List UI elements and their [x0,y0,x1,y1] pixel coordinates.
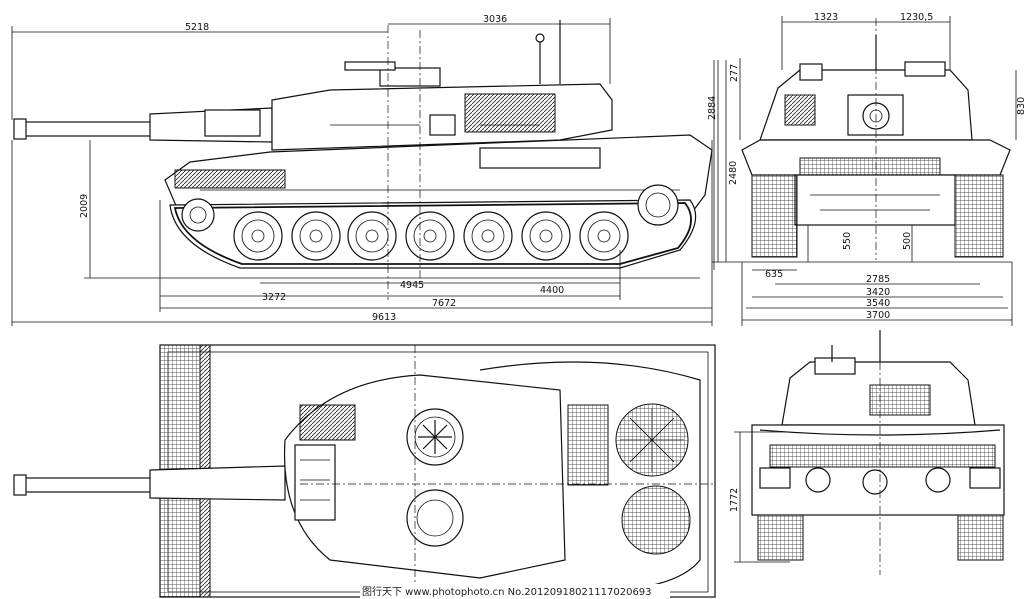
dim-front-500: 500 [902,232,913,250]
front-track-right [954,174,1004,258]
dim-side-3036: 3036 [483,14,507,25]
dim-front-2785: 2785 [866,274,890,285]
dim-side-2009: 2009 [79,194,90,218]
dim-front-3700: 3700 [866,310,890,321]
rear-track-left [757,514,804,561]
front-track-left [751,174,798,258]
dim-front-1230: 1230,5 [900,12,933,23]
dim-side-4945: 4945 [400,280,424,291]
dim-front-830: 830 [1016,97,1024,115]
front-view: 1323 1230,5 277 2884 2480 830 550 500 63… [707,12,1024,326]
dim-front-3420: 3420 [866,287,890,298]
dim-side-3272: 3272 [262,292,286,303]
rear-view: 1772 [729,330,1005,575]
top-view [13,344,716,598]
dim-rear-1772: 1772 [729,488,740,512]
dim-side-4400: 4400 [540,285,564,296]
side-view: 5218 3036 2009 4945 3272 4400 7672 9613 [11,14,715,326]
rear-dimensions [734,431,790,563]
side-dimensions [11,18,715,326]
dim-front-3540: 3540 [866,298,890,309]
dim-front-550: 550 [842,232,853,250]
dim-side-5218: 5218 [185,22,209,33]
watermark: 图行天下 www.photophoto.cn No.20120918021117… [362,585,652,598]
dim-side-7672: 7672 [432,298,456,309]
dim-front-635: 635 [765,269,783,280]
top-gun [13,465,286,501]
side-gun [13,107,273,143]
dim-front-277: 277 [729,64,740,82]
top-fan-lower [621,485,691,555]
rear-track-right [957,514,1004,561]
side-roof-equipment [344,20,561,87]
dim-front-1323: 1323 [814,12,838,23]
front-dimensions [712,16,1017,326]
dim-side-9613: 9613 [372,312,396,323]
dim-front-2884: 2884 [707,96,718,120]
dim-front-2480: 2480 [728,161,739,185]
side-road-wheels [181,184,679,261]
